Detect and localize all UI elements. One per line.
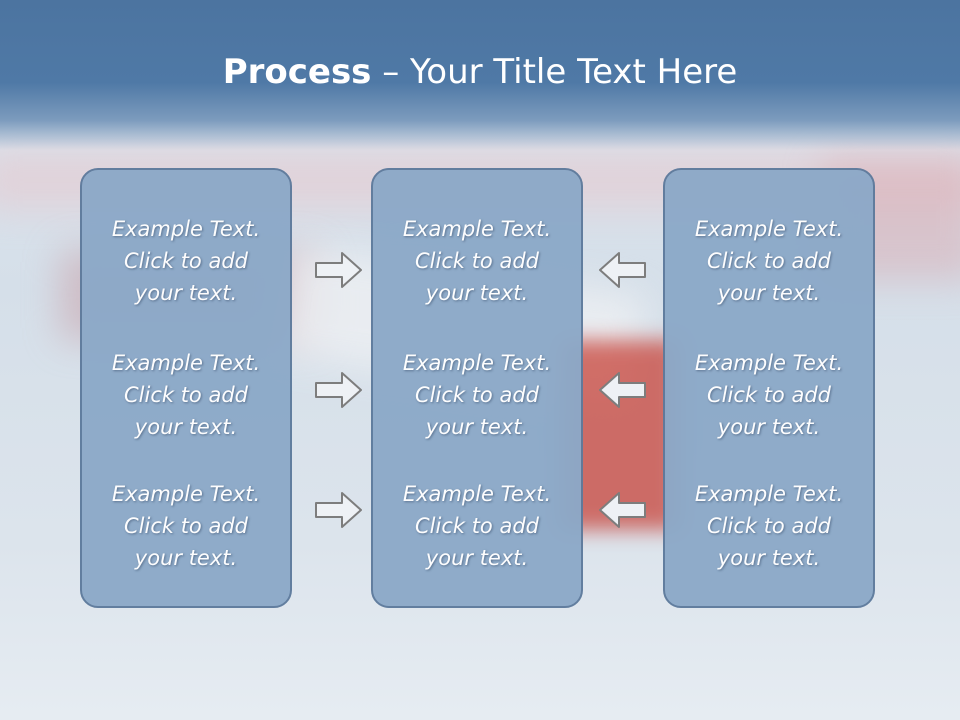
text-cell[interactable]: Example Text. Click to add your text. (373, 478, 581, 574)
text-cell[interactable]: Example Text. Click to add your text. (82, 347, 290, 443)
text-cell[interactable]: Example Text. Click to add your text. (665, 213, 873, 309)
title-bold: Process (222, 52, 372, 92)
cell-line: Click to add (123, 249, 248, 273)
text-cell[interactable]: Example Text. Click to add your text. (82, 478, 290, 574)
right-arrow-icon (315, 252, 362, 288)
cell-line: Example Text. (111, 217, 261, 241)
cell-line: your text. (425, 546, 529, 570)
cell-line: Click to add (123, 514, 248, 538)
cell-line: Example Text. (402, 217, 552, 241)
left-arrow-icon (599, 372, 646, 408)
cell-line: Click to add (414, 514, 539, 538)
cell-line: Click to add (706, 249, 831, 273)
slide-title[interactable]: Process – Your Title Text Here (0, 52, 960, 92)
process-panel-right[interactable]: Example Text. Click to add your text. Ex… (663, 168, 875, 608)
left-arrow-icon (599, 252, 646, 288)
title-rest: – Your Title Text Here (371, 52, 738, 92)
title-bar: Process – Your Title Text Here (0, 0, 960, 150)
right-arrow-icon (315, 492, 362, 528)
cell-line: your text. (717, 415, 821, 439)
cell-line: your text. (717, 546, 821, 570)
cell-line: your text. (425, 415, 529, 439)
text-cell[interactable]: Example Text. Click to add your text. (82, 213, 290, 309)
text-cell[interactable]: Example Text. Click to add your text. (373, 347, 581, 443)
right-arrow-icon (315, 372, 362, 408)
text-cell[interactable]: Example Text. Click to add your text. (665, 347, 873, 443)
text-cell[interactable]: Example Text. Click to add your text. (373, 213, 581, 309)
cell-line: Example Text. (694, 482, 844, 506)
cell-line: Example Text. (694, 351, 844, 375)
cell-line: Example Text. (402, 351, 552, 375)
left-arrow-icon (599, 492, 646, 528)
cell-line: Click to add (414, 383, 539, 407)
process-panel-left[interactable]: Example Text. Click to add your text. Ex… (80, 168, 292, 608)
cell-line: your text. (134, 281, 238, 305)
cell-line: Example Text. (694, 217, 844, 241)
cell-line: Click to add (123, 383, 248, 407)
text-cell[interactable]: Example Text. Click to add your text. (665, 478, 873, 574)
cell-line: Example Text. (111, 351, 261, 375)
cell-line: Click to add (706, 514, 831, 538)
cell-line: your text. (717, 281, 821, 305)
cell-line: your text. (425, 281, 529, 305)
process-panel-center[interactable]: Example Text. Click to add your text. Ex… (371, 168, 583, 608)
cell-line: Example Text. (402, 482, 552, 506)
cell-line: your text. (134, 546, 238, 570)
cell-line: your text. (134, 415, 238, 439)
cell-line: Click to add (414, 249, 539, 273)
cell-line: Example Text. (111, 482, 261, 506)
cell-line: Click to add (706, 383, 831, 407)
